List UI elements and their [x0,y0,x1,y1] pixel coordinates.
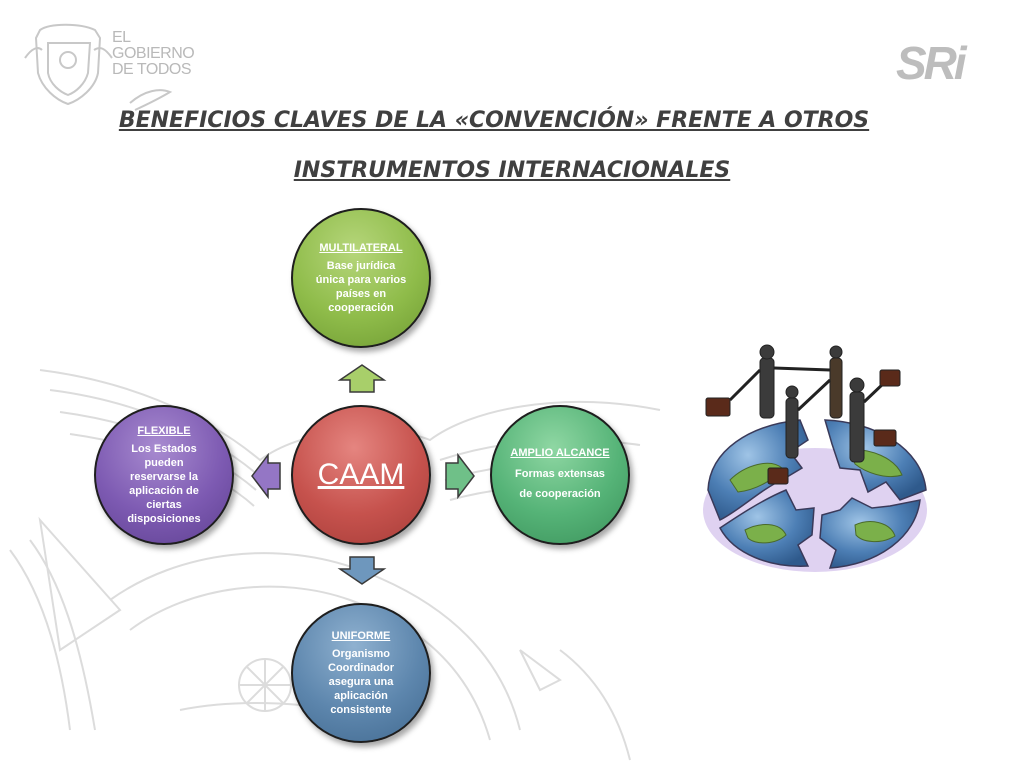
page-title-line-2: INSTRUMENTOS INTERNACIONALES [293,158,731,183]
arrow-right-icon [445,453,475,499]
node-body: Formas extensas de cooperación [515,468,605,500]
node-body: Base jurídica única para varios países e… [315,260,407,314]
government-logo-text: EL GOBIERNO DE TODOS [112,29,195,78]
government-crest-logo-icon [24,23,173,111]
center-label: CAAM [317,458,405,491]
arrow-up-icon [337,364,387,393]
node-body: Los Estados pueden reservarse la aplicac… [127,443,201,525]
business-people-globe-puzzle-icon [703,344,927,572]
sri-logo: SRi [896,37,967,89]
node-heading: AMPLIO ALCANCE [510,447,610,459]
node-amplio-alcance: AMPLIO ALCANCE Formas extensas de cooper… [490,405,630,545]
node-multilateral: MULTILATERAL Base jurídica única para va… [291,208,431,348]
node-uniforme: UNIFORME Organismo Coordinador asegura u… [291,603,431,743]
logo-text-line: EL [112,29,131,46]
logo-text-line: DE TODOS [112,61,191,78]
logo-text-line: GOBIERNO [112,45,195,62]
node-heading: FLEXIBLE [137,425,191,437]
page-title-line-1: BENEFICIOS CLAVES DE LA «CONVENCIÓN» FRE… [118,108,870,133]
node-heading: UNIFORME [331,630,391,642]
arrow-left-icon [251,453,281,499]
node-heading: MULTILATERAL [319,242,403,254]
node-center: CAAM [291,405,431,545]
arrow-down-icon [337,556,387,585]
node-body: Organismo Coordinador asegura una aplica… [328,648,394,716]
node-flexible: FLEXIBLE Los Estados pueden reservarse l… [94,405,234,545]
